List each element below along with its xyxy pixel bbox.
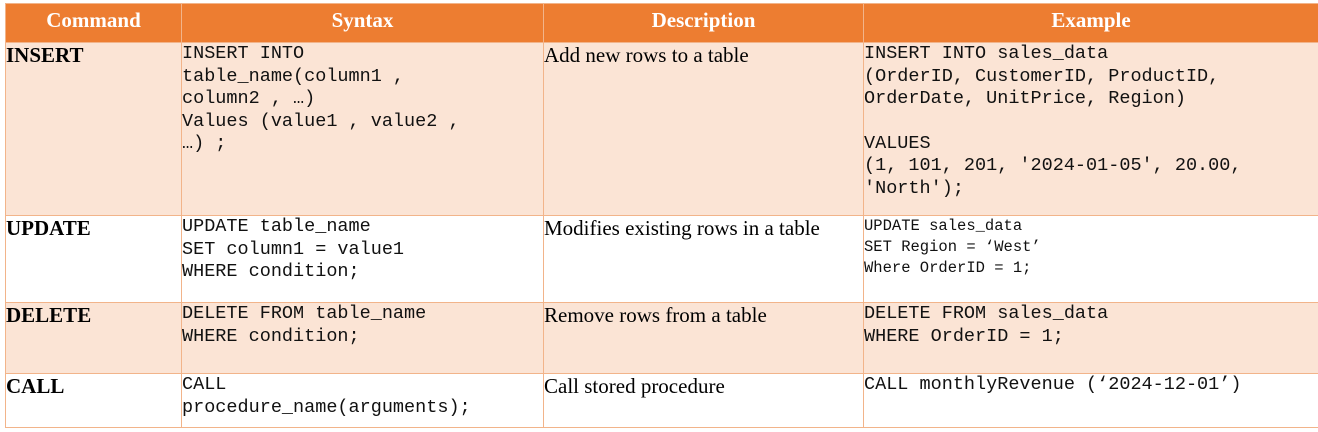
command-cell: DELETE [5,302,182,374]
syntax-line: WHERE condition; [182,325,360,347]
syntax-line: DELETE FROM table_name [182,303,427,324]
description-cell: Remove rows from a table [543,302,864,374]
command-cell: INSERT [5,42,182,216]
example-line: OrderDate, UnitPrice, Region) [864,88,1186,109]
example-line: VALUES [864,132,931,154]
example-line: UPDATE sales_data [864,217,1023,235]
example-cell: UPDATE sales_data SET Region = ‘West’ Wh… [863,215,1318,303]
description-cell: Modifies existing rows in a table [543,215,864,303]
syntax-line: …) ; [182,133,227,154]
syntax-line: column2 , …) [182,88,316,109]
syntax-line: UPDATE table_name [182,216,371,237]
syntax-line: SET column1 = value1 [182,238,405,260]
header-syntax: Syntax [181,3,544,43]
example-line: INSERT INTO sales_data [864,43,1109,64]
header-example: Example [863,3,1318,43]
example-cell: CALL monthlyRevenue (‘2024-12-01’) [863,373,1318,428]
syntax-line: table_name(column1 , [182,65,405,87]
example-line: (OrderID, CustomerID, ProductID, [864,65,1220,87]
example-line: CALL monthlyRevenue (‘2024-12-01’) [864,374,1242,395]
syntax-cell: DELETE FROM table_name WHERE condition; [181,302,544,374]
example-line: 'North'); [864,177,964,199]
example-line: (1, 101, 201, '2024-01-05', 20.00, [864,155,1242,176]
syntax-line: Values (value1 , value2 , [182,110,460,132]
command-cell: CALL [5,373,182,428]
header-description: Description [543,3,864,43]
example-line: SET Region = ‘West’ [864,238,1041,256]
syntax-line: INSERT INTO [182,43,305,64]
example-cell: DELETE FROM sales_data WHERE OrderID = 1… [863,302,1318,374]
header-command: Command [5,3,182,43]
table-row-insert: INSERT INSERT INTO table_name(column1 , … [5,42,1318,216]
syntax-cell: INSERT INTO table_name(column1 , column2… [181,42,544,216]
syntax-line: procedure_name(arguments); [182,396,471,418]
table-row-call: CALL CALL procedure_name(arguments); Cal… [5,373,1318,428]
description-cell: Add new rows to a table [543,42,864,216]
example-line: WHERE OrderID = 1; [864,325,1064,347]
syntax-cell: CALL procedure_name(arguments); [181,373,544,428]
description-cell: Call stored procedure [543,373,864,428]
example-line: DELETE FROM sales_data [864,303,1109,324]
example-cell: INSERT INTO sales_data (OrderID, Custome… [863,42,1318,216]
example-line: Where OrderID = 1; [864,259,1032,277]
table-row-delete: DELETE DELETE FROM table_name WHERE cond… [5,302,1318,374]
syntax-cell: UPDATE table_name SET column1 = value1 W… [181,215,544,303]
header-row: Command Syntax Description Example [5,3,1318,43]
syntax-line: CALL [182,374,227,395]
sql-commands-table: Command Syntax Description Example INSER… [5,3,1318,428]
table-row-update: UPDATE UPDATE table_name SET column1 = v… [5,215,1318,303]
syntax-line: WHERE condition; [182,261,360,282]
paragraph-gap [864,111,1318,133]
command-cell: UPDATE [5,215,182,303]
